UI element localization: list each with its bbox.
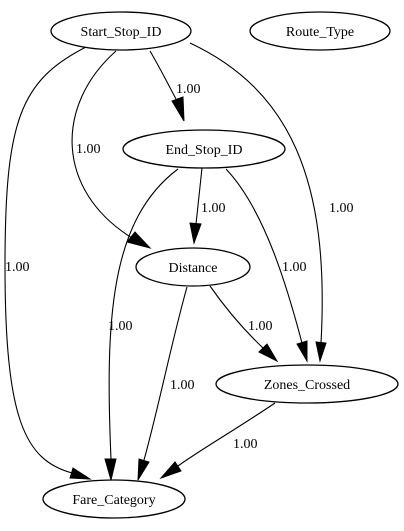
node-label: Start_Stop_ID: [81, 25, 162, 40]
edge-label: 1.00: [170, 378, 195, 393]
node-fare-category: Fare_Category: [42, 479, 186, 519]
edge-distance-to-fare: 1.00: [137, 286, 195, 481]
edge-end-to-zones: 1.00: [225, 168, 308, 363]
node-route-type: Route_Type: [249, 11, 391, 51]
edge-label: 1.00: [108, 319, 133, 334]
node-label: Route_Type: [286, 25, 354, 40]
node-label: Fare_Category: [72, 493, 155, 508]
edge-label: 1.00: [201, 201, 226, 216]
edge-label: 1.00: [233, 437, 258, 452]
node-distance: Distance: [135, 247, 251, 287]
edge-zones-to-fare: 1.00: [159, 402, 276, 480]
edge-start-to-fare: 1.00: [4, 45, 92, 480]
edge-distance-to-zones: 1.00: [209, 285, 279, 363]
node-start-stop-id: Start_Stop_ID: [50, 11, 192, 51]
edge-start-to-end: 1.00: [149, 50, 201, 122]
node-zones-crossed: Zones_Crossed: [215, 364, 399, 404]
edge-end-to-distance: 1.00: [189, 167, 226, 245]
edge-label: 1.00: [5, 260, 30, 275]
edge-label: 1.00: [176, 82, 201, 97]
edge-label: 1.00: [282, 260, 307, 275]
edge-label: 1.00: [329, 201, 354, 216]
edge-label: 1.00: [76, 142, 101, 157]
node-end-stop-id: End_Stop_ID: [122, 129, 286, 169]
node-label: Distance: [169, 261, 218, 276]
edge-start-to-distance: 1.00: [71, 50, 152, 249]
edge-label: 1.00: [248, 319, 273, 334]
node-label: End_Stop_ID: [166, 143, 243, 158]
edge-start-to-zones: 1.00: [189, 42, 354, 363]
edge-end-to-fare: 1.00: [104, 168, 179, 482]
node-label: Zones_Crossed: [264, 378, 350, 393]
